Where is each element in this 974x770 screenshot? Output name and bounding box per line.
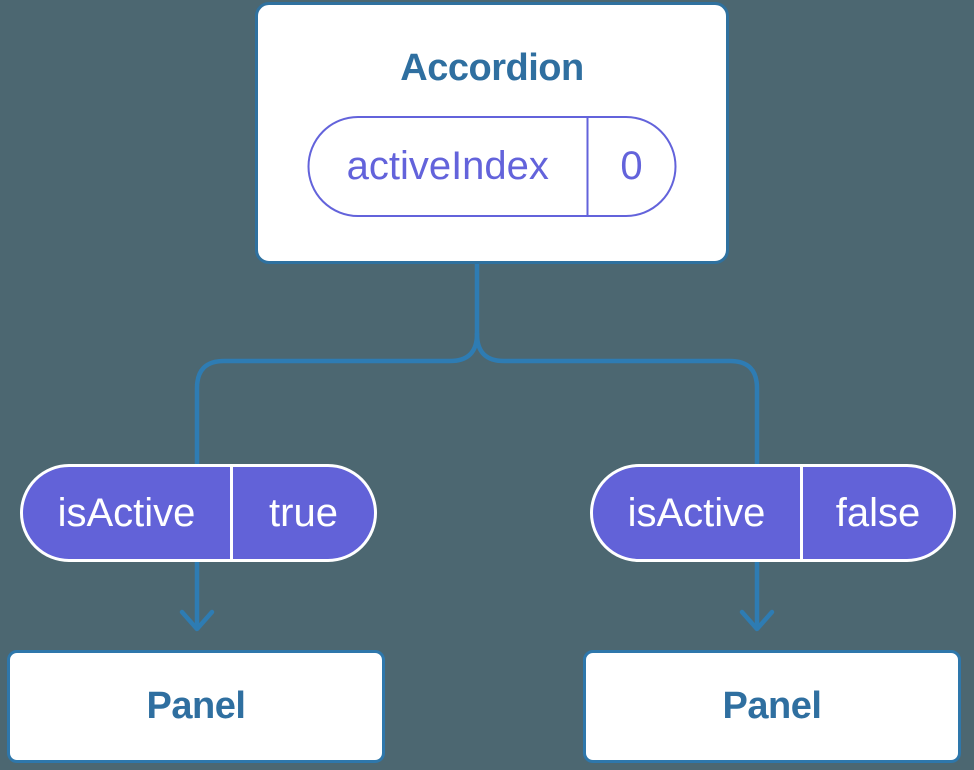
panel-node-title: Panel (722, 685, 822, 727)
state-value: 0 (620, 144, 643, 188)
accordion-node-title: Accordion (400, 47, 584, 89)
arrow-down-icon (179, 609, 215, 632)
state-pill-divider (586, 118, 589, 215)
prop-value: true (269, 490, 338, 535)
panel-node-right: Panel (583, 650, 961, 763)
prop-pill-isactive-true: isActive true (20, 464, 377, 562)
prop-name: isActive (57, 490, 196, 535)
connector-branch-right (474, 331, 760, 630)
prop-value: false (835, 490, 921, 535)
accordion-node: Accordion activeIndex 0 (255, 2, 729, 264)
connector-branch-left (194, 331, 480, 630)
prop-pill-divider (800, 467, 803, 559)
panel-node-title: Panel (146, 685, 246, 727)
panel-node-left: Panel (7, 650, 385, 763)
state-pill: activeIndex 0 (307, 116, 677, 217)
state-name: activeIndex (346, 144, 549, 188)
prop-pill-divider (230, 467, 233, 559)
prop-name: isActive (627, 490, 766, 535)
arrow-down-icon (739, 609, 775, 632)
prop-pill-isactive-false: isActive false (590, 464, 956, 562)
